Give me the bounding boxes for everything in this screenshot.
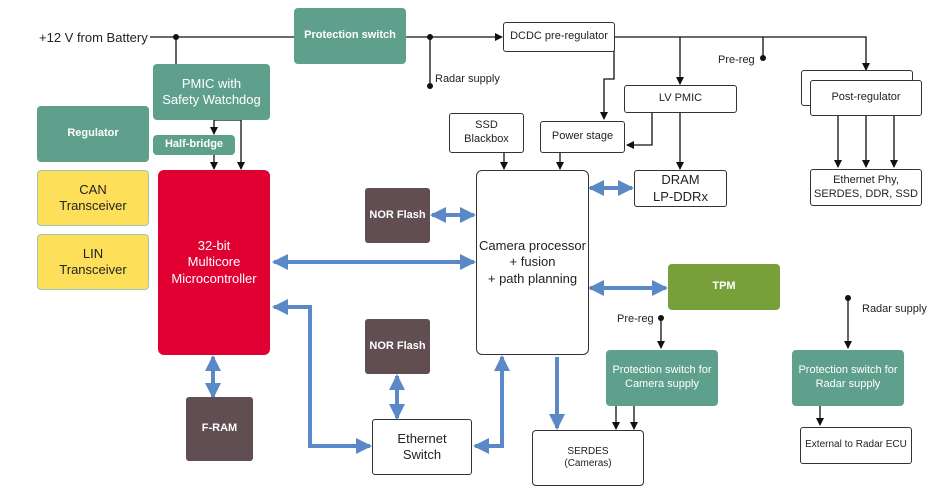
can-transceiver-block[interactable]: CAN Transceiver bbox=[37, 170, 149, 226]
pre-reg-label: Pre-reg bbox=[718, 54, 755, 66]
ethernet-phy-block[interactable]: Ethernet Phy, SERDES, DDR, SSD bbox=[810, 169, 922, 206]
radar-supply-right-label: Radar supply bbox=[862, 303, 927, 315]
bus-ethernet-camera bbox=[473, 355, 510, 454]
terminal-dot bbox=[760, 55, 766, 61]
serdes-block[interactable]: SERDES (Cameras) bbox=[532, 430, 644, 486]
nor-flash-top-block[interactable]: NOR Flash bbox=[365, 188, 430, 243]
pre-reg-camera-label: Pre-reg bbox=[617, 313, 654, 325]
half-bridge-block[interactable]: Half-bridge bbox=[153, 135, 235, 155]
power-stage-block[interactable]: Power stage bbox=[540, 121, 625, 153]
regulator-block[interactable]: Regulator bbox=[37, 106, 149, 162]
protection-switch-radar-block[interactable]: Protection switch for Radar supply bbox=[792, 350, 904, 406]
pmic-block[interactable]: PMIC with Safety Watchdog bbox=[153, 64, 270, 120]
battery-label: +12 V from Battery bbox=[39, 30, 148, 45]
bus-mcu-ethernet bbox=[272, 299, 372, 454]
microcontroller-block[interactable]: 32-bit Multicore Microcontroller bbox=[158, 170, 270, 355]
ethernet-switch-block[interactable]: Ethernet Switch bbox=[372, 419, 472, 475]
dram-block[interactable]: DRAM LP-DDRx bbox=[634, 170, 727, 207]
junction-dot bbox=[427, 34, 433, 40]
terminal-dot bbox=[427, 83, 433, 89]
f-ram-block[interactable]: F-RAM bbox=[186, 397, 253, 461]
protection-switch-block[interactable]: Protection switch bbox=[294, 8, 406, 64]
lv-pmic-block[interactable]: LV PMIC bbox=[624, 85, 737, 113]
terminal-dot bbox=[658, 315, 664, 321]
protection-switch-camera-block[interactable]: Protection switch for Camera supply bbox=[606, 350, 718, 406]
external-radar-block[interactable]: External to Radar ECU bbox=[800, 427, 912, 464]
camera-processor-block[interactable]: Camera processor + fusion + path plannin… bbox=[476, 170, 589, 355]
radar-supply-label: Radar supply bbox=[435, 73, 500, 85]
ssd-blackbox-block[interactable]: SSD Blackbox bbox=[449, 113, 524, 153]
terminal-dot bbox=[845, 295, 851, 301]
lin-transceiver-block[interactable]: LIN Transceiver bbox=[37, 234, 149, 290]
post-regulator-block[interactable]: Post-regulator bbox=[810, 80, 922, 116]
junction-dot bbox=[173, 34, 179, 40]
nor-flash-bottom-block[interactable]: NOR Flash bbox=[365, 319, 430, 374]
tpm-block[interactable]: TPM bbox=[668, 264, 780, 310]
dcdc-pre-regulator-block[interactable]: DCDC pre-regulator bbox=[503, 22, 615, 52]
